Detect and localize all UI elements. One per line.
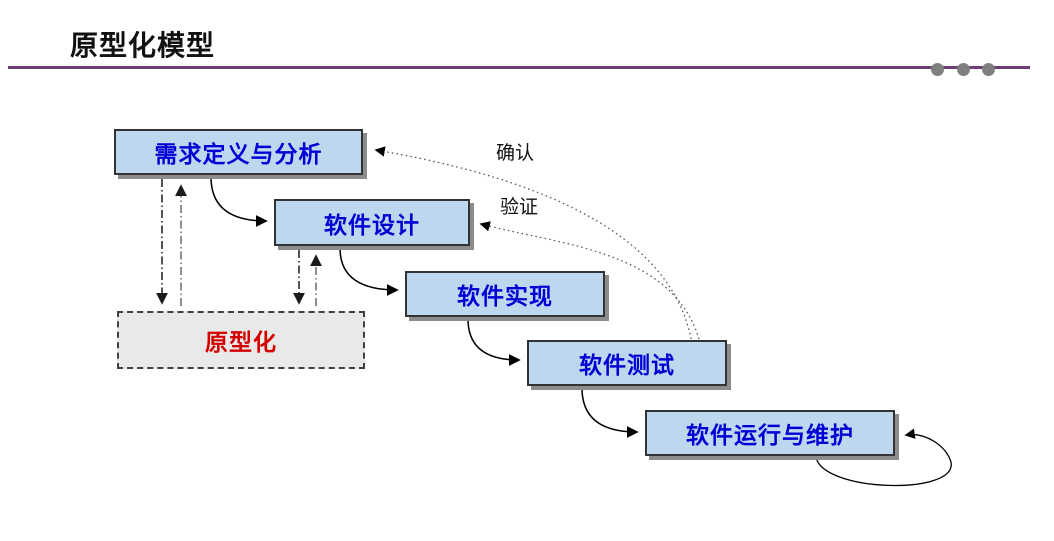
flow-box-requirements: 需求定义与分析 xyxy=(114,129,363,175)
divider-dot xyxy=(982,63,995,76)
arrow-design-to-implement xyxy=(339,247,399,296)
flow-box-operation: 软件运行与维护 xyxy=(645,410,895,456)
divider-dot xyxy=(957,63,970,76)
verify-label: 验证 xyxy=(500,197,539,218)
prototype-box-label: 原型化 xyxy=(205,329,277,355)
title-divider-line xyxy=(8,66,1030,69)
arrow-testing-to-operation xyxy=(581,387,639,438)
page-title: 原型化模型 xyxy=(70,30,216,61)
prototype-box: 原型化 xyxy=(117,311,365,369)
flow-box-label: 需求定义与分析 xyxy=(154,141,323,167)
flow-box-label: 软件运行与维护 xyxy=(686,422,854,448)
arrow-requirements-to-design xyxy=(210,176,268,227)
arrow-implement-to-testing xyxy=(467,318,521,366)
flow-box-implement: 软件实现 xyxy=(405,271,605,317)
confirm-label: 确认 xyxy=(496,143,535,164)
flow-box-testing: 软件测试 xyxy=(527,340,727,386)
flow-box-label: 软件实现 xyxy=(457,283,553,309)
flow-box-design: 软件设计 xyxy=(274,199,470,246)
flow-box-label: 软件设计 xyxy=(324,211,420,238)
divider-dot xyxy=(931,63,944,76)
flow-box-label: 软件测试 xyxy=(579,352,675,378)
